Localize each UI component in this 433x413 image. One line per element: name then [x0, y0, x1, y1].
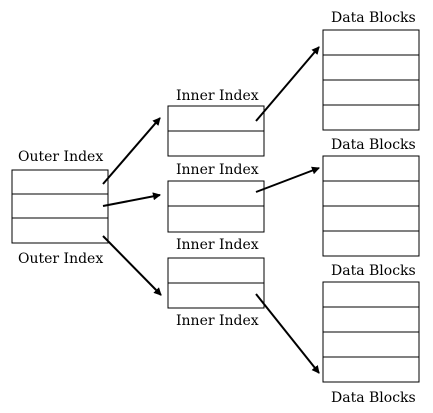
outer-index-table — [11, 169, 109, 244]
inner-index-label: Inner Index — [176, 237, 259, 253]
inner-index-label: Inner Index — [176, 88, 259, 104]
data-blocks-3: Data Blocks Data Blocks — [322, 263, 420, 406]
outer-index: Outer Index Outer Index — [11, 149, 109, 267]
data-blocks-label: Data Blocks — [331, 137, 416, 153]
data-blocks-label: Data Blocks — [331, 263, 416, 279]
outer-index-label-bottom: Outer Index — [18, 251, 103, 267]
data-blocks-label: Data Blocks — [331, 10, 416, 26]
inner-index-2: Inner Index — [167, 162, 265, 233]
pointer-arrow — [255, 46, 320, 122]
inner-index-1: Inner Index — [167, 88, 265, 157]
pointer-arrow — [255, 293, 320, 374]
data-blocks-label: Data Blocks — [331, 390, 416, 406]
pointer-arrow — [102, 192, 161, 207]
pointer-arrow — [102, 235, 162, 296]
data-blocks-1: Data Blocks — [322, 10, 420, 131]
inner-index-label: Inner Index — [176, 313, 259, 329]
data-blocks-2: Data Blocks — [322, 137, 420, 257]
inner-index-label: Inner Index — [176, 162, 259, 178]
pointer-arrow — [102, 117, 161, 185]
inner-index-3: Inner Index Inner Index — [167, 237, 265, 329]
pointer-arrow — [255, 166, 320, 193]
outer-index-label-top: Outer Index — [18, 149, 103, 165]
